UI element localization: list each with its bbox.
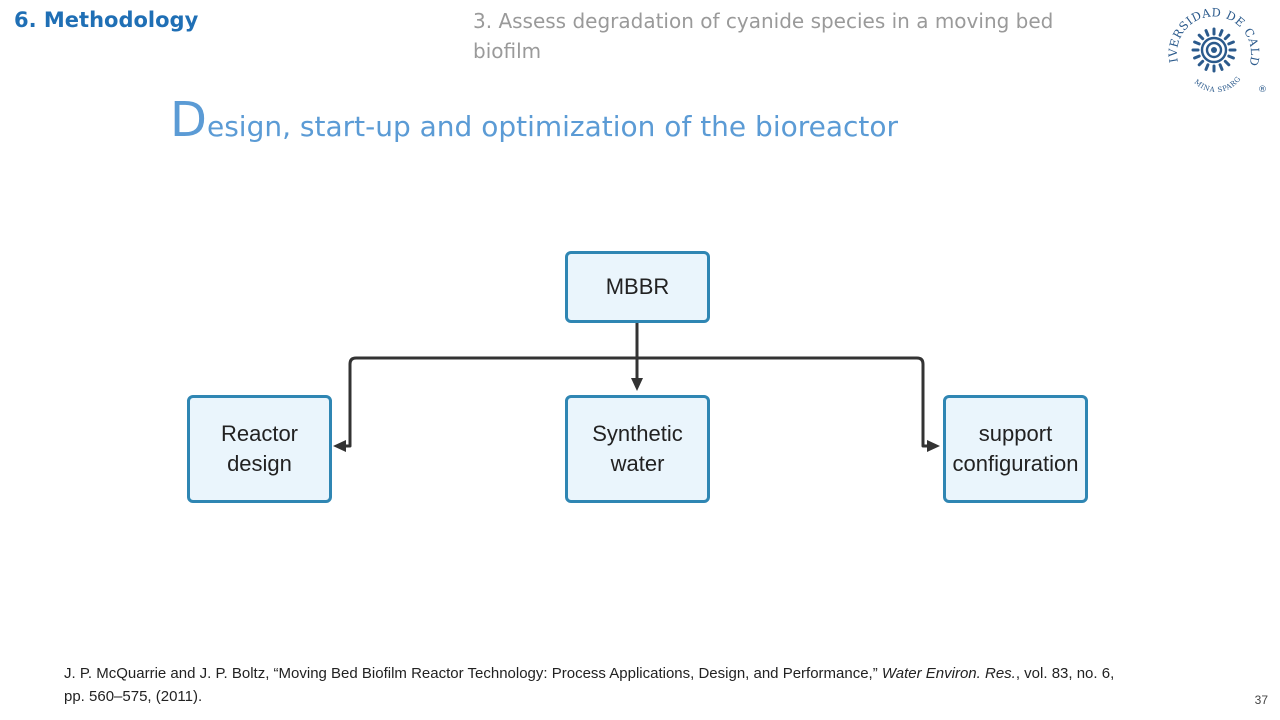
sun-emblem-icon	[1191, 27, 1237, 73]
arrowheads	[333, 378, 940, 452]
page-number: 37	[1254, 693, 1268, 707]
node-mbbr: MBBR	[565, 251, 710, 323]
node-mbbr-label: MBBR	[605, 274, 670, 299]
edge-mbbr-to-support	[637, 356, 928, 448]
node-synthetic-water-label: Synthetic water	[592, 421, 683, 476]
section-label: 6. Methodology	[14, 8, 199, 32]
title-initial: D	[170, 92, 207, 148]
reference-journal: Water Environ. Res.	[881, 665, 1016, 682]
reference-text: J. P. McQuarrie and J. P. Boltz, “Moving…	[64, 665, 882, 682]
university-logo: UNIVERSIDAD DE CALDAS LUMINA SPARGO ®	[1158, 0, 1267, 95]
slide-title: Design, start-up and optimization of the…	[170, 92, 898, 148]
objective-subtitle: 3. Assess degradation of cyanide species…	[473, 9, 1054, 63]
arrowhead-water	[631, 378, 643, 391]
registered-mark: ®	[1258, 85, 1267, 95]
node-support-configuration-label: support configuration	[952, 421, 1079, 476]
connectors	[343, 323, 928, 448]
node-reactor-design: Reactor design	[187, 395, 332, 503]
node-synthetic-water: Synthetic water	[565, 395, 710, 503]
title-rest: esign, start-up and optimization of the …	[206, 110, 899, 143]
arrowhead-support	[927, 440, 940, 452]
node-reactor-design-label: Reactor design	[220, 421, 299, 476]
arrowhead-reactor	[333, 440, 346, 452]
reference-details: , vol. 83, no. 6, pp. 560–575, (2011).	[64, 665, 1115, 705]
node-support-configuration: support configuration	[943, 395, 1088, 503]
reference-citation: J. P. McQuarrie and J. P. Boltz, “Moving…	[64, 662, 1124, 708]
edge-mbbr-to-reactor	[343, 356, 637, 448]
